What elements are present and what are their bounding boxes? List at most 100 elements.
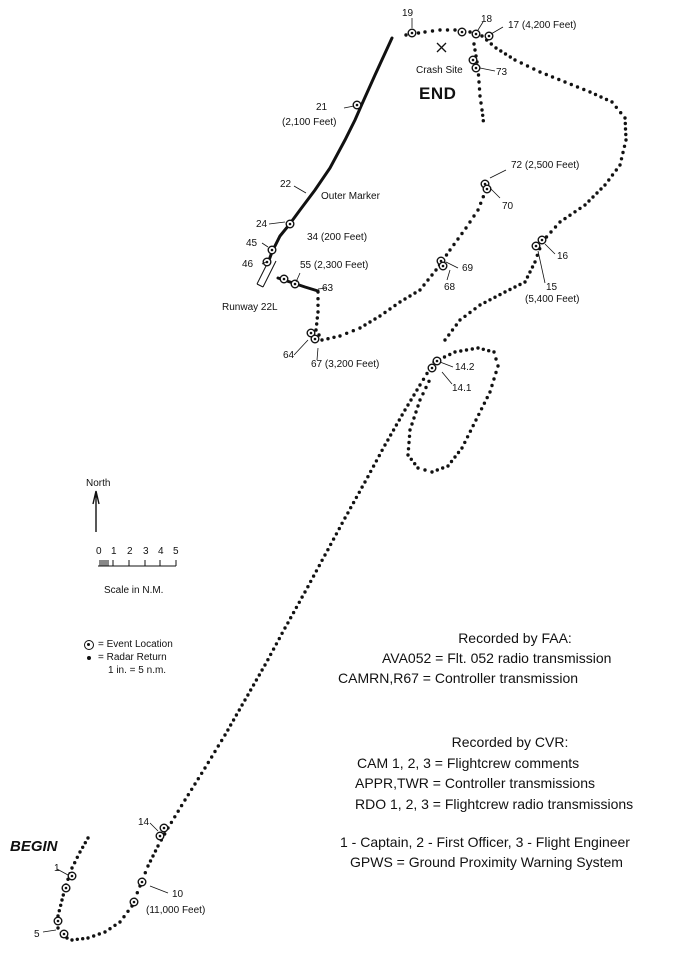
leader-line: [317, 287, 328, 290]
radar-return-dot: [410, 422, 414, 426]
radar-return-icon: [84, 653, 94, 663]
event-location-marker: [267, 245, 277, 255]
radar-return-dot: [186, 793, 190, 797]
radar-return-dot: [363, 323, 367, 327]
radar-return-dot: [332, 335, 336, 339]
radar-return-dot: [478, 94, 482, 98]
radar-return-dot: [481, 347, 485, 351]
radar-return-dot: [459, 349, 463, 353]
event-label-e10: 10: [172, 889, 184, 900]
radar-return-dot: [203, 766, 207, 770]
event-location-marker: [427, 363, 437, 373]
event-label-e73: 73: [496, 67, 508, 78]
event-location-marker: [279, 274, 289, 284]
leader-line: [445, 261, 459, 269]
radar-return-dot: [323, 553, 327, 557]
radar-return-dot: [360, 485, 364, 489]
radar-return-dot: [582, 87, 586, 92]
radar-return-dot: [465, 435, 470, 439]
radar-return-dot: [70, 938, 74, 942]
radar-return-dot: [619, 111, 623, 115]
radar-return-dot: [468, 30, 472, 34]
north-label: North: [86, 478, 110, 489]
radar-return-dot: [418, 398, 422, 402]
radar-return-dot: [334, 532, 339, 536]
radar-return-dot: [568, 213, 572, 217]
scale-tick-3: 3: [143, 546, 149, 557]
event-location-marker: [484, 31, 494, 41]
faa-line-2: CAMRN,R67 = Controller transmission: [338, 670, 579, 686]
leader-line: [343, 105, 355, 109]
radar-return-dot: [369, 469, 373, 474]
radar-return-dot: [425, 371, 429, 376]
key-ratio: 1 in. = 5 n.m.: [108, 665, 167, 676]
event-location-marker: [59, 929, 69, 939]
radar-return-dot: [176, 809, 180, 813]
radar-return-dot: [503, 290, 507, 294]
event-label-e63: 63: [322, 283, 334, 294]
radar-return-dot: [508, 55, 512, 59]
radar-return-dot: [593, 92, 598, 97]
radar-return-dot: [409, 457, 413, 461]
leader-line: [544, 243, 556, 255]
radar-return-dot: [468, 310, 472, 315]
radar-return-dot: [190, 787, 194, 791]
radar-return-dot: [513, 285, 517, 289]
radar-return-dot: [349, 506, 353, 510]
event-location-marker: [471, 29, 481, 39]
radar-return-dot: [573, 210, 577, 214]
event-location-marker: [262, 257, 272, 267]
event-label-e15: 15: [546, 282, 558, 293]
event-label-e46: 46: [242, 259, 254, 270]
radar-return-dot: [226, 728, 230, 732]
radar-return-dot: [388, 307, 392, 311]
radar-return-dot: [391, 428, 396, 432]
radar-return-dot: [61, 893, 65, 897]
radar-return-dot: [249, 688, 253, 692]
radar-return-dot: [519, 61, 523, 65]
radar-return-dot: [472, 214, 476, 218]
radar-return-dot: [277, 636, 281, 641]
radar-return-dot: [316, 303, 320, 307]
radar-return-dot: [549, 230, 553, 234]
event-label-e14_1: 14.1: [452, 383, 472, 394]
radar-return-dot: [421, 392, 425, 396]
event-label-e64: 64: [283, 350, 295, 361]
radar-return-dot: [389, 433, 393, 437]
radar-return-dot: [314, 328, 318, 332]
radar-return-dot: [377, 453, 381, 458]
radar-return-dot: [373, 317, 377, 321]
radar-return-dot: [331, 537, 336, 541]
scale-tick-4: 4: [158, 546, 164, 557]
radar-return-dot: [406, 447, 411, 451]
radar-return-dot: [294, 605, 299, 610]
radar-return-dot: [374, 459, 379, 463]
radar-return-dot: [343, 516, 347, 520]
radar-return-dot: [488, 390, 492, 394]
final-approach-line: [266, 36, 394, 265]
radar-return-dot: [532, 67, 536, 71]
radar-return-dot: [553, 225, 558, 229]
radar-return-dot: [595, 191, 599, 195]
radar-return-dot: [234, 713, 239, 717]
radar-return-dot: [448, 248, 452, 252]
radar-return-dot: [383, 310, 387, 315]
radar-return-dot: [337, 526, 341, 531]
radar-return-dot: [535, 253, 539, 257]
radar-return-dot: [558, 220, 562, 224]
radar-return-dot: [86, 936, 90, 940]
event-label-e68: 68: [444, 282, 456, 293]
event-location-marker: [438, 261, 448, 271]
radar-return-dot: [525, 64, 530, 68]
leader-line: [479, 67, 496, 72]
symbol-key: = Event Location = Radar Return 1 in. = …: [84, 638, 173, 677]
radar-return-dot: [97, 932, 102, 936]
radar-return-dot: [443, 338, 447, 342]
radar-return-dot: [518, 282, 522, 287]
radar-return-dot: [453, 455, 457, 459]
radar-return-dot: [315, 316, 319, 320]
event-location-marker: [537, 235, 547, 245]
radar-return-dot: [449, 459, 454, 464]
radar-return-dot: [494, 46, 498, 50]
leader-line: [446, 269, 451, 281]
